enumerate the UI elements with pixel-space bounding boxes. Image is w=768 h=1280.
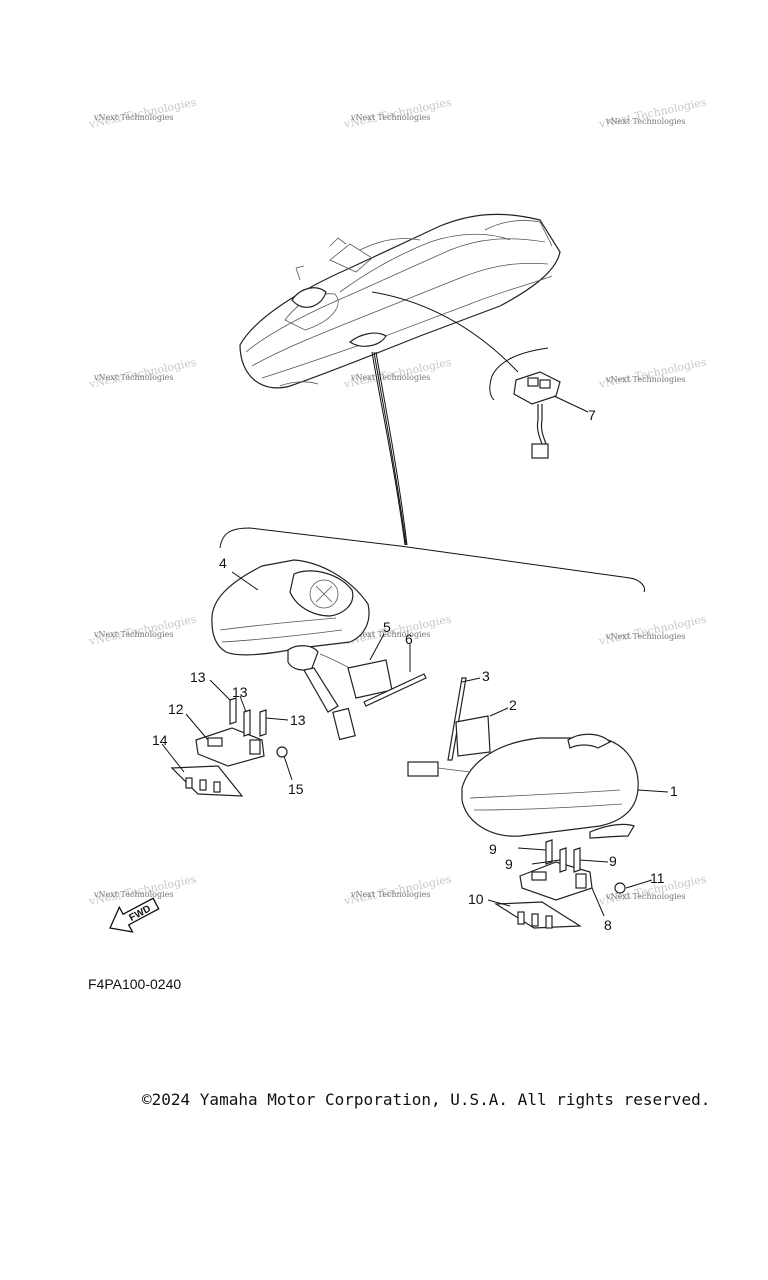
part-6-strap — [363, 673, 427, 707]
leader-line — [373, 351, 407, 546]
part-14-base-plate — [170, 765, 244, 797]
part-15-screw — [276, 746, 288, 758]
diagram-code: F4PA100-0240 — [88, 976, 182, 992]
part-11-screw — [614, 882, 626, 894]
part-8-mount — [519, 861, 593, 901]
callout-13: 13 — [290, 712, 306, 728]
callout-11: 11 — [650, 870, 665, 886]
callout-14: 14 — [152, 732, 168, 748]
callout-8: 8 — [604, 917, 612, 933]
svg-text:vNext Technologies: vNext Technologies — [605, 117, 685, 126]
svg-text:vNext Technologies: vNext Technologies — [605, 892, 685, 901]
callout-4: 4 — [219, 555, 227, 571]
leader-line — [375, 351, 408, 546]
bolts-9 — [545, 839, 581, 873]
callout-13: 13 — [232, 684, 248, 700]
svg-text:vNext Technologies: vNext Technologies — [605, 632, 685, 641]
svg-text:vNext Technologies: vNext Technologies — [597, 612, 708, 648]
callout-7: 7 — [588, 407, 596, 423]
part-12-mount — [195, 727, 265, 767]
watercraft-illustration — [239, 213, 561, 389]
callout-leaders — [161, 395, 669, 917]
svg-text:vNext Technologies: vNext Technologies — [350, 890, 430, 899]
callout-3: 3 — [482, 668, 490, 684]
svg-text:vNext Technologies: vNext Technologies — [93, 890, 173, 899]
copyright-notice: ©2024 Yamaha Motor Corporation, U.S.A. A… — [142, 1090, 711, 1109]
callout-10: 10 — [468, 891, 484, 907]
part-2-label — [455, 715, 491, 757]
svg-text:vNext Technologies: vNext Technologies — [93, 113, 173, 122]
svg-text:vNext Technologies: vNext Technologies — [93, 630, 173, 639]
bolts-13 — [229, 697, 267, 737]
callout-13: 13 — [190, 669, 206, 685]
part-7-switch — [513, 371, 561, 459]
callout-9: 9 — [609, 853, 617, 869]
callout-12: 12 — [168, 701, 184, 717]
callout-15: 15 — [288, 781, 304, 797]
svg-text:vNext Technologies: vNext Technologies — [605, 375, 685, 384]
bracket-assembly — [219, 527, 645, 593]
leader-line — [371, 351, 406, 546]
callout-5: 5 — [383, 619, 391, 635]
callout-1: 1 — [670, 783, 678, 799]
part-1-housing — [407, 733, 639, 839]
callout-2: 2 — [509, 697, 517, 713]
svg-text:vNext Technologies: vNext Technologies — [93, 373, 173, 382]
callout-6: 6 — [405, 631, 413, 647]
svg-text:vNext Technologies: vNext Technologies — [350, 630, 430, 639]
part-10-base-plate — [494, 901, 582, 929]
svg-text:vNext Technologies: vNext Technologies — [350, 373, 430, 382]
svg-text:vNext Technologies: vNext Technologies — [350, 113, 430, 122]
svg-text:FWD: FWD — [128, 903, 153, 923]
part-4-display-unit — [211, 559, 370, 741]
callout-9: 9 — [489, 841, 497, 857]
leader-line — [371, 291, 519, 373]
part-3-strap — [447, 677, 467, 761]
callout-labels: 1 2 3 4 5 6 7 8 9 9 9 10 11 12 13 13 13 … — [152, 407, 678, 933]
bracket-7 — [489, 347, 549, 401]
callout-9: 9 — [505, 856, 513, 872]
svg-text:vNext Technologies: vNext Technologies — [597, 355, 708, 391]
